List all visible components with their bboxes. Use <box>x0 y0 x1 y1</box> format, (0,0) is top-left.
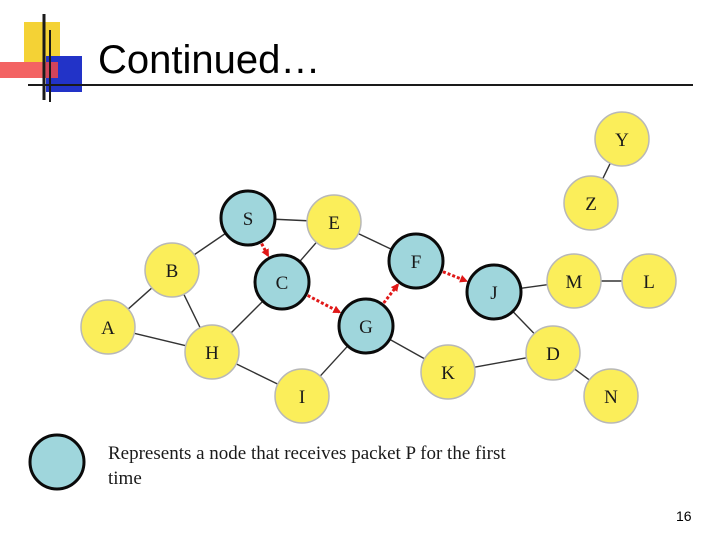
packet-arrow-s-c <box>260 242 270 258</box>
node-y-circle <box>594 111 650 167</box>
edge-g-k <box>389 338 425 360</box>
node-s-label: S <box>243 209 254 230</box>
legend-node-icon-circle <box>28 433 86 491</box>
node-n-label: N <box>604 387 618 408</box>
edge-j-d <box>512 310 535 335</box>
node-m-label: M <box>566 272 583 293</box>
node-s: S <box>219 189 277 247</box>
node-c-label: C <box>276 273 289 294</box>
node-g-label: G <box>359 317 373 338</box>
node-g: G <box>337 297 395 355</box>
legend-node-layer <box>28 433 86 491</box>
edge-b-h <box>183 293 201 329</box>
packet-path-layer <box>260 242 468 314</box>
nodes-layer: S E B C F J A G H I K D M L N Z Y <box>80 111 677 424</box>
packet-arrow-g-f <box>382 283 399 304</box>
node-j: J <box>465 263 523 321</box>
node-e: E <box>306 194 362 250</box>
node-l: L <box>621 253 677 309</box>
title-divider <box>28 84 693 86</box>
edge-c-h <box>230 300 264 334</box>
node-a-circle <box>80 299 136 355</box>
node-i-label: I <box>299 387 305 408</box>
node-a: A <box>80 299 136 355</box>
node-d-circle <box>525 325 581 381</box>
edge-k-d <box>474 357 527 368</box>
node-n: N <box>583 368 639 424</box>
node-c: C <box>253 253 311 311</box>
edge-j-m <box>520 283 548 290</box>
node-y: Y <box>594 111 650 167</box>
edge-d-n <box>574 368 590 381</box>
edge-c-e <box>299 241 317 263</box>
edge-y-z <box>602 162 611 180</box>
node-y-label: Y <box>615 130 629 151</box>
node-j-label: J <box>490 283 497 304</box>
node-i-circle <box>274 368 330 424</box>
packet-arrow-c-g <box>306 294 342 314</box>
node-b-label: B <box>166 261 179 282</box>
node-h-circle <box>184 324 240 380</box>
node-a-label: A <box>101 318 115 339</box>
node-l-label: L <box>643 272 655 293</box>
node-k-label: K <box>441 363 455 384</box>
node-z-label: Z <box>585 194 597 215</box>
edge-i-g <box>319 345 349 377</box>
node-d-label: D <box>546 344 560 365</box>
slide-logo <box>0 14 82 102</box>
edge-e-f <box>358 232 392 251</box>
edge-s-e <box>274 218 308 222</box>
edge-s-b <box>193 232 227 256</box>
node-f-circle <box>387 232 445 290</box>
node-j-circle <box>465 263 523 321</box>
node-m-circle <box>546 253 602 309</box>
node-m: M <box>546 253 602 309</box>
node-d: D <box>525 325 581 381</box>
node-g-circle <box>337 297 395 355</box>
node-l-circle <box>621 253 677 309</box>
edge-h-i <box>235 363 279 385</box>
node-c-circle <box>253 253 311 311</box>
node-f-label: F <box>411 252 422 273</box>
node-z-circle <box>563 175 619 231</box>
page-number: 16 <box>676 508 692 524</box>
node-n-circle <box>583 368 639 424</box>
node-b-circle <box>144 242 200 298</box>
packet-arrow-f-j <box>442 270 468 283</box>
legend-node-icon <box>28 433 86 491</box>
node-k-circle <box>420 344 476 400</box>
edge-a-h <box>134 332 186 347</box>
node-e-label: E <box>328 213 340 234</box>
node-s-circle <box>219 189 277 247</box>
node-b: B <box>144 242 200 298</box>
legend-text: Represents a node that receives packet P… <box>108 443 506 489</box>
node-i: I <box>274 368 330 424</box>
edges-layer <box>127 162 622 385</box>
slide-title: Continued… <box>98 38 321 82</box>
node-h: H <box>184 324 240 380</box>
node-k: K <box>420 344 476 400</box>
node-h-label: H <box>205 343 219 364</box>
node-e-circle <box>306 194 362 250</box>
node-z: Z <box>563 175 619 231</box>
edge-b-a <box>127 287 153 310</box>
node-f: F <box>387 232 445 290</box>
